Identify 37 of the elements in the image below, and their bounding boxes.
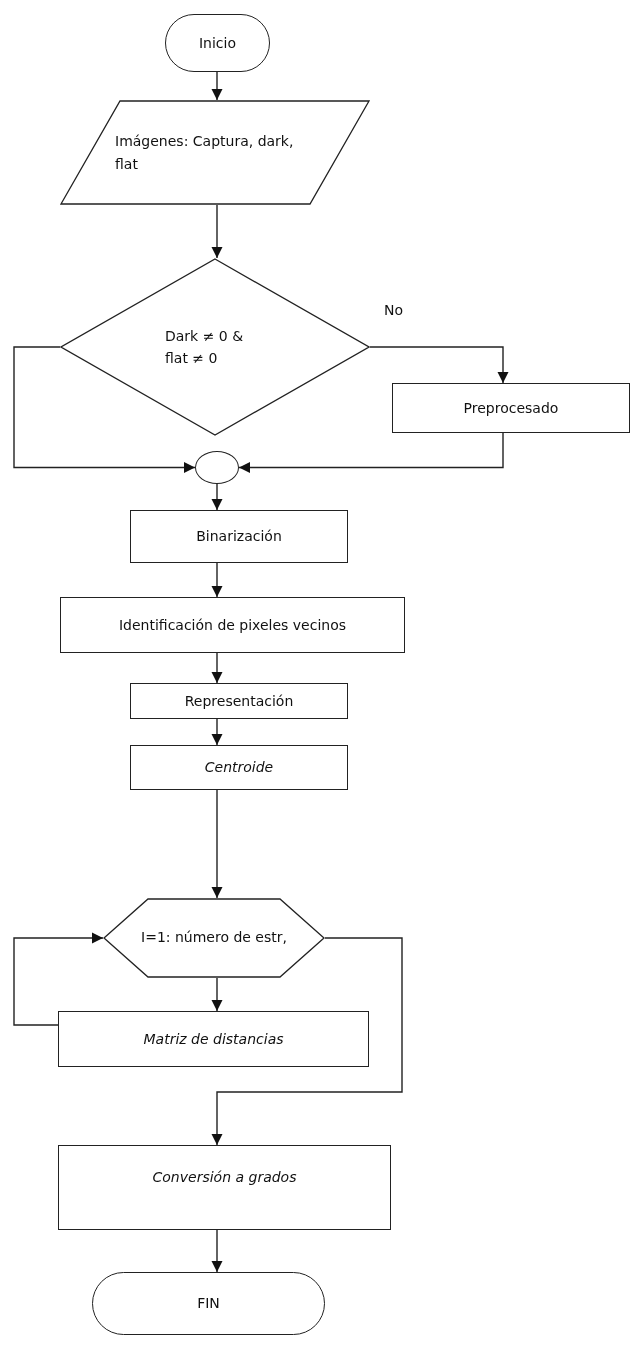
arrow bbox=[211, 1229, 223, 1273]
arrow bbox=[211, 71, 223, 101]
connector-circle bbox=[195, 451, 239, 484]
arrow bbox=[13, 346, 196, 474]
process-box bbox=[60, 597, 405, 653]
node-text: Identificación de pixeles vecinos bbox=[118, 615, 347, 635]
decision-diamond bbox=[60, 258, 370, 436]
process-box bbox=[130, 683, 348, 719]
arrow bbox=[369, 346, 509, 384]
arrow bbox=[13, 932, 104, 1026]
node-text: Dark ≠ 0 & flat ≠ 0 bbox=[165, 326, 245, 368]
arrow bbox=[211, 204, 223, 259]
node-text: Representación bbox=[184, 691, 294, 711]
node-text: Inicio bbox=[198, 33, 236, 53]
arrow bbox=[211, 937, 403, 1146]
arrow bbox=[211, 483, 223, 511]
input-parallelogram bbox=[60, 100, 370, 205]
process-box bbox=[58, 1145, 391, 1230]
arrow bbox=[211, 789, 223, 899]
node-text: Preprocesado bbox=[463, 398, 559, 418]
process-box bbox=[130, 745, 348, 790]
node-text: Binarización bbox=[196, 527, 282, 547]
arrow bbox=[238, 432, 504, 474]
arrow bbox=[211, 652, 223, 684]
arrow bbox=[211, 562, 223, 598]
node-text: FIN bbox=[197, 1294, 220, 1314]
process-box bbox=[392, 383, 630, 433]
node-text: I=1: número de estr, bbox=[141, 928, 287, 947]
arrow bbox=[211, 718, 223, 746]
process-box bbox=[58, 1011, 369, 1067]
loop-hexagon bbox=[103, 898, 325, 978]
arrow bbox=[211, 977, 223, 1012]
node-text: Imágenes: Captura, dark, flat bbox=[115, 132, 295, 174]
node-text: Conversión a grados bbox=[152, 1168, 297, 1187]
node-text: Centroide bbox=[204, 758, 274, 778]
node-text: Matriz de distancias bbox=[143, 1029, 284, 1049]
process-box bbox=[130, 510, 348, 563]
